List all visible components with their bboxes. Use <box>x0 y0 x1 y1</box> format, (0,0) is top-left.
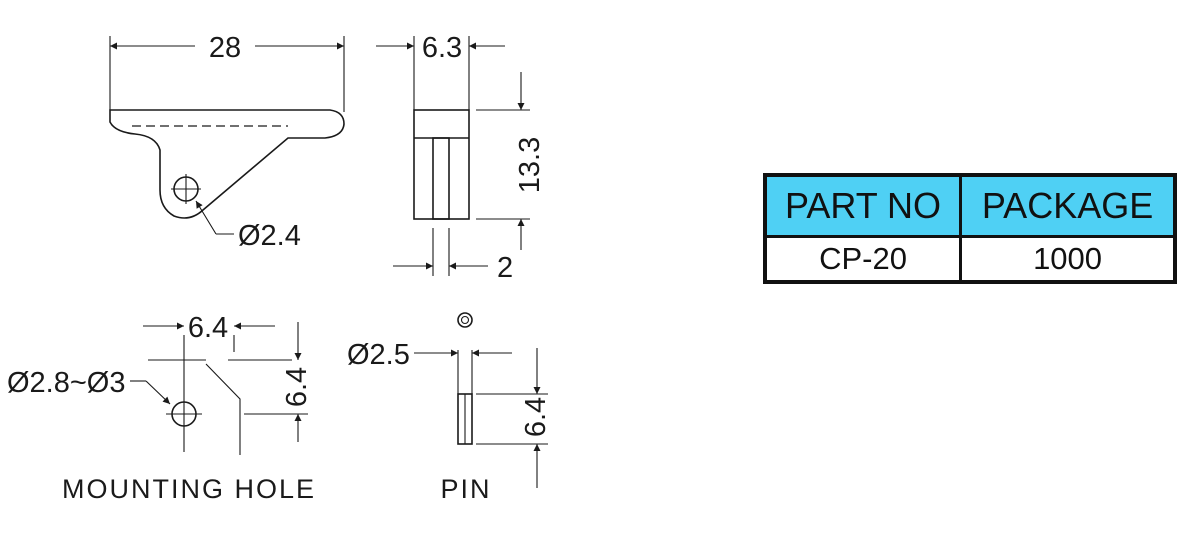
dim-pin-diameter: Ø2.5 <box>347 339 512 371</box>
mounting-hole-label: MOUNTING HOLE <box>62 474 316 504</box>
dim-text-hole: Ø2.4 <box>238 220 301 252</box>
header-package: PACKAGE <box>959 173 1177 238</box>
dim-text-mount-height: 6.4 <box>281 367 313 407</box>
header-part-no: PART NO <box>763 173 963 238</box>
dim-slot-width: 2 <box>393 228 513 284</box>
pin-label: PIN <box>440 474 491 504</box>
dim-text-13-3: 13.3 <box>514 137 546 193</box>
dim-mount-diameter: Ø2.8~Ø3 <box>7 367 171 405</box>
dim-text-2: 2 <box>497 252 513 284</box>
dim-text-pin-length: 6.4 <box>520 397 552 437</box>
dim-text-mount-diameter: Ø2.8~Ø3 <box>7 367 126 399</box>
dim-text-mount-spacing: 6.4 <box>188 312 228 344</box>
table-row: CP-20 1000 <box>763 235 1177 284</box>
dim-text-6-3: 6.3 <box>422 32 462 64</box>
mounting-hole-view <box>148 335 292 455</box>
cell-part-no: CP-20 <box>763 235 963 284</box>
dim-pin-length: 6.4 <box>476 348 552 488</box>
table-header-row: PART NO PACKAGE <box>763 173 1177 238</box>
dim-mount-height: 6.4 <box>244 322 313 442</box>
bracket-side-view <box>413 109 470 220</box>
pin-end-view <box>457 312 473 328</box>
dim-text-28: 28 <box>209 32 241 64</box>
pin-view <box>457 312 473 445</box>
dim-hole-diameter: Ø2.4 <box>195 200 301 252</box>
dim-text-pin-diameter: Ø2.5 <box>347 339 410 371</box>
dim-bracket-height: 13.3 <box>476 72 546 250</box>
part-table: PART NO PACKAGE CP-20 1000 <box>763 173 1177 284</box>
dim-bracket-thickness: 6.3 <box>376 32 505 110</box>
cell-package: 1000 <box>959 235 1177 284</box>
bracket-front-view <box>109 109 345 219</box>
dim-bracket-width: 28 <box>109 32 345 112</box>
dim-mount-spacing: 6.4 <box>143 312 275 344</box>
